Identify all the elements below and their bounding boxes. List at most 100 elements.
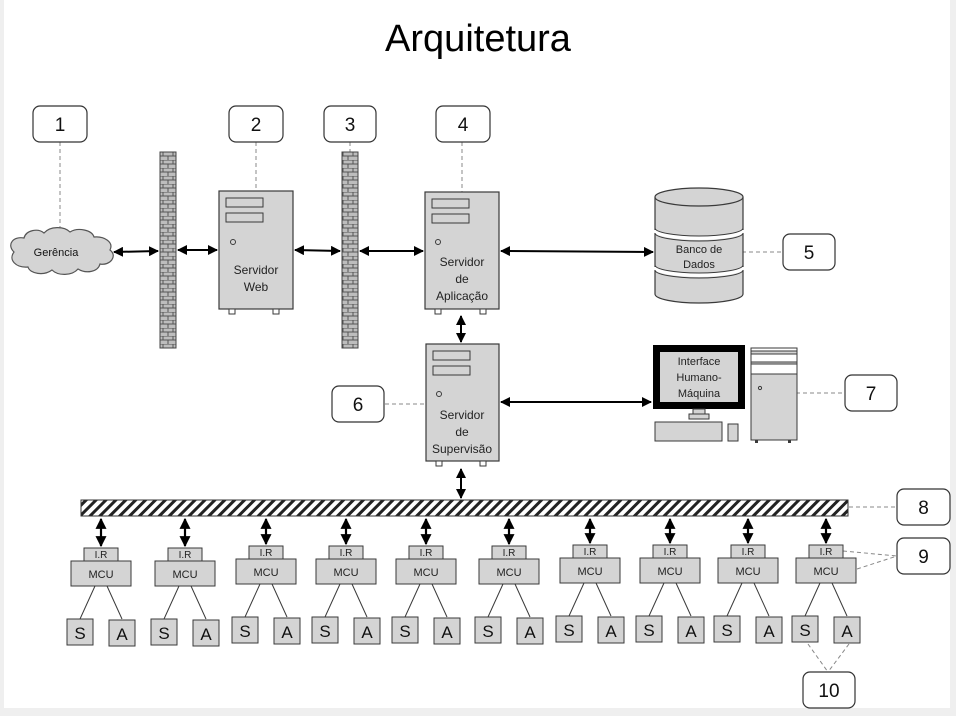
callout-number: 8 [918, 498, 929, 519]
sensor-label: S [239, 622, 250, 641]
mcu-label: MCU [88, 569, 113, 581]
database: Banco de Dados [653, 187, 745, 304]
sensor-label: S [482, 622, 493, 641]
callout-6: 6 [331, 385, 385, 423]
sensor-box [713, 615, 741, 643]
callout-3: 3 [323, 105, 377, 143]
sensor-box [66, 618, 94, 646]
mcu-box [70, 560, 132, 587]
mouse-icon [727, 423, 739, 442]
ir-label: I.R [820, 547, 833, 558]
callout-number: 1 [55, 115, 66, 136]
web-server-label-2: Web [244, 280, 269, 294]
sensor-box [150, 618, 178, 646]
sensor-box [791, 615, 819, 643]
actuator-label: A [685, 622, 697, 641]
mcu-label: MCU [577, 566, 602, 578]
mcu-label: MCU [657, 566, 682, 578]
ir-label: I.R [503, 548, 516, 559]
sensor-label: S [319, 622, 330, 641]
mcu-box [639, 557, 701, 584]
ir-label: I.R [179, 550, 192, 561]
mcu-label: MCU [333, 567, 358, 579]
cloud-icon [10, 227, 114, 275]
callout-5: 5 [782, 233, 836, 271]
hmi-label-1: Interface [678, 356, 721, 368]
web-server: Servidor Web [218, 190, 294, 315]
callout-4: 4 [435, 105, 491, 143]
sensor-box [555, 615, 583, 643]
actuator-label: A [116, 625, 128, 644]
field-unit: I.R MCU S A [66, 517, 136, 647]
field-unit: I.R MCU S A [635, 517, 705, 644]
sensor-label: S [643, 621, 654, 640]
callout-8: 8 [896, 488, 951, 526]
supervision-server: Servidor de Supervisão [425, 343, 500, 467]
ir-label: I.R [584, 547, 597, 558]
mcu-box [559, 557, 621, 584]
actuator-box [597, 616, 625, 644]
mcu-label: MCU [496, 567, 521, 579]
callout-2: 2 [228, 105, 284, 143]
tower-icon [750, 347, 798, 441]
callout-10: 10 [802, 671, 856, 709]
mcu-label: MCU [253, 567, 278, 579]
app-server-label-3: Aplicação [436, 289, 488, 303]
connections [113, 245, 654, 499]
page-title: Arquitetura [385, 18, 571, 60]
callout-number: 9 [918, 547, 929, 568]
mcu-box [717, 557, 779, 584]
sensor-label: S [721, 621, 732, 640]
callout-number: 5 [804, 243, 815, 264]
firewall-2 [341, 151, 359, 349]
sensor-box [311, 616, 339, 644]
actuator-box [108, 619, 136, 647]
actuator-label: A [441, 623, 453, 642]
field-units: I.R MCU S A I.R MCU S A I.R MCU S A I.R MCU S A I.R MCU S A… [66, 517, 861, 647]
firewall-1 [159, 151, 177, 349]
mcu-box [235, 558, 297, 585]
callout-1: 1 [32, 105, 88, 143]
callout-number: 10 [818, 681, 839, 702]
sensor-label: S [799, 621, 810, 640]
mcu-box [315, 558, 377, 585]
supervision-server-label-3: Supervisão [432, 442, 492, 456]
field-unit: I.R MCU S A [791, 517, 861, 644]
actuator-box [433, 617, 461, 645]
sensor-label: S [399, 622, 410, 641]
sensor-box [391, 616, 419, 644]
keyboard-icon [654, 421, 723, 442]
supervision-server-label-1: Servidor [440, 408, 485, 422]
sensor-box [231, 616, 259, 644]
callout-number: 6 [353, 395, 364, 416]
actuator-box [755, 616, 783, 644]
callout-9: 9 [896, 537, 951, 575]
database-label-1: Banco de [676, 244, 722, 256]
leader-lines [59, 142, 898, 673]
actuator-label: A [841, 622, 853, 641]
ir-label: I.R [260, 548, 273, 559]
mcu-box [478, 558, 540, 585]
mcu-label: MCU [735, 566, 760, 578]
sensor-label: S [74, 624, 85, 643]
mcu-label: MCU [813, 566, 838, 578]
ir-label: I.R [95, 550, 108, 561]
ir-label: I.R [664, 547, 677, 558]
callout-number: 2 [251, 115, 262, 136]
field-bus [80, 499, 849, 517]
database-label-2: Dados [683, 259, 715, 271]
actuator-label: A [361, 623, 373, 642]
actuator-box [273, 617, 301, 645]
app-server-label-1: Servidor [440, 255, 485, 269]
app-server: Servidor de Aplicação [424, 191, 500, 315]
hmi-workstation: Interface Humano- Máquina [653, 345, 798, 443]
ir-label: I.R [742, 547, 755, 558]
mcu-box [795, 557, 857, 584]
mcu-box [395, 558, 457, 585]
